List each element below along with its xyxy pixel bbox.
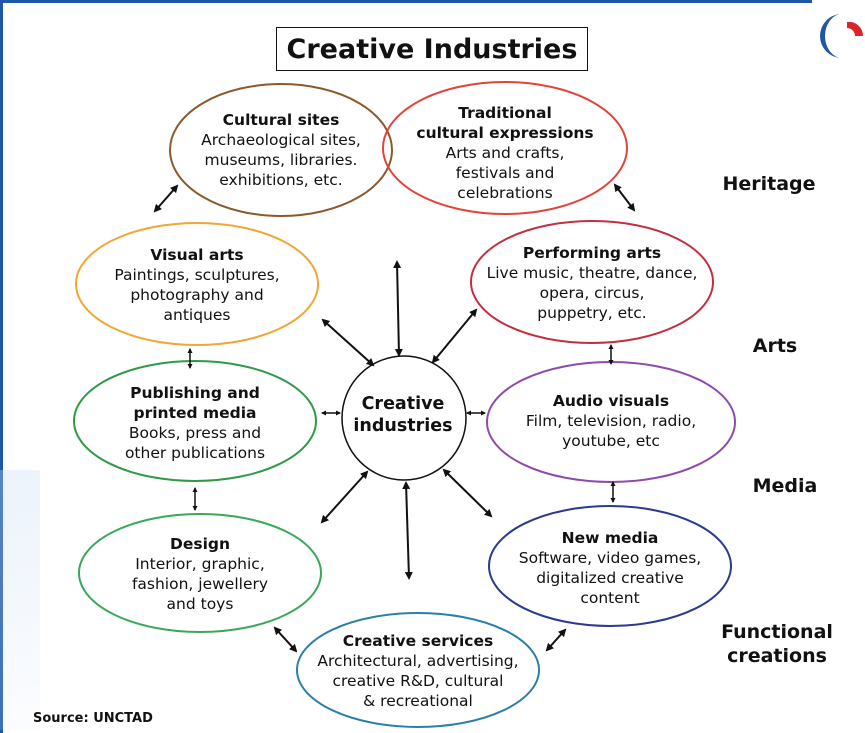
arrow-center-downright: [442, 468, 493, 518]
category-arts: Arts: [752, 335, 798, 357]
node-audio-visuals: Audio visuals Film, television, radio, y…: [506, 389, 716, 453]
node-traditional: Traditional cultural expressions Arts an…: [400, 102, 610, 204]
arrow-center-up: [393, 260, 403, 357]
center-label: Creative industries: [353, 394, 453, 436]
ellipse-performing-arts: [470, 220, 714, 344]
logo-icon: [820, 14, 864, 58]
node-audio-visuals-title: Audio visuals: [552, 392, 670, 410]
circle-center: [341, 355, 467, 481]
ellipse-traditional: [382, 81, 628, 215]
node-traditional-desc: Arts and crafts, festivals and celebrati…: [445, 144, 565, 202]
node-audio-visuals-desc: Film, television, radio, youtube, etc: [525, 412, 697, 450]
node-creative-services-desc: Architectural, advertising, creative R&D…: [317, 652, 519, 710]
node-visual-arts: Visual arts Paintings, sculptures, photo…: [86, 243, 308, 327]
arrow-center-upright: [431, 308, 478, 364]
node-creative-services-title: Creative services: [342, 632, 494, 650]
node-cultural-sites: Cultural sites Archaeological sites, mus…: [181, 108, 381, 192]
node-visual-arts-desc: Paintings, sculptures, photography and a…: [114, 266, 280, 324]
arrow-center-downleft: [320, 470, 369, 524]
ellipse-cultural-sites: [169, 83, 393, 217]
arrow-upper-right: [613, 183, 636, 212]
node-design-title: Design: [169, 535, 231, 553]
arrow-lower-left: [273, 626, 298, 653]
node-performing-arts-title: Performing arts: [522, 244, 662, 262]
ellipse-new-media: [488, 505, 732, 627]
arrow-lower-right: [545, 628, 567, 652]
arrow-center-upleft: [321, 318, 375, 367]
ellipse-creative-services: [296, 612, 540, 728]
ellipse-publishing: [73, 360, 317, 482]
node-cultural-sites-title: Cultural sites: [222, 111, 340, 129]
node-performing-arts: Performing arts Live music, theatre, dan…: [478, 241, 706, 325]
frame-left-border: [0, 0, 3, 733]
arrow-center-down: [402, 481, 413, 580]
node-publishing-title: Publishing and printed media: [130, 384, 260, 422]
watermark: [0, 470, 40, 730]
node-new-media-desc: Software, video games, digitalized creat…: [518, 549, 702, 607]
node-design: Design Interior, graphic, fashion, jewel…: [95, 532, 305, 616]
node-cultural-sites-desc: Archaeological sites, museums, libraries…: [201, 131, 361, 189]
diagram-title: Creative Industries: [276, 27, 588, 71]
node-new-media: New media Software, video games, digital…: [505, 526, 715, 610]
node-design-desc: Interior, graphic, fashion, jewellery an…: [131, 555, 269, 613]
node-publishing-desc: Books, press and other publications: [124, 424, 266, 462]
arrow-upper-left: [153, 184, 179, 213]
category-functional: Functional creations: [721, 621, 833, 667]
ellipse-visual-arts: [75, 222, 319, 346]
source-note: Source: UNCTAD: [33, 711, 153, 726]
node-publishing: Publishing and printed media Books, pres…: [90, 381, 300, 465]
node-visual-arts-title: Visual arts: [150, 246, 244, 264]
node-new-media-title: New media: [561, 529, 659, 547]
category-heritage: Heritage: [722, 173, 816, 195]
node-performing-arts-desc: Live music, theatre, dance, opera, circu…: [486, 264, 698, 322]
ellipse-design: [78, 513, 322, 633]
category-media: Media: [752, 475, 818, 497]
node-traditional-title: Traditional cultural expressions: [416, 104, 594, 142]
frame-top-border: [0, 0, 812, 3]
node-creative-services: Creative services Architectural, adverti…: [308, 631, 528, 711]
